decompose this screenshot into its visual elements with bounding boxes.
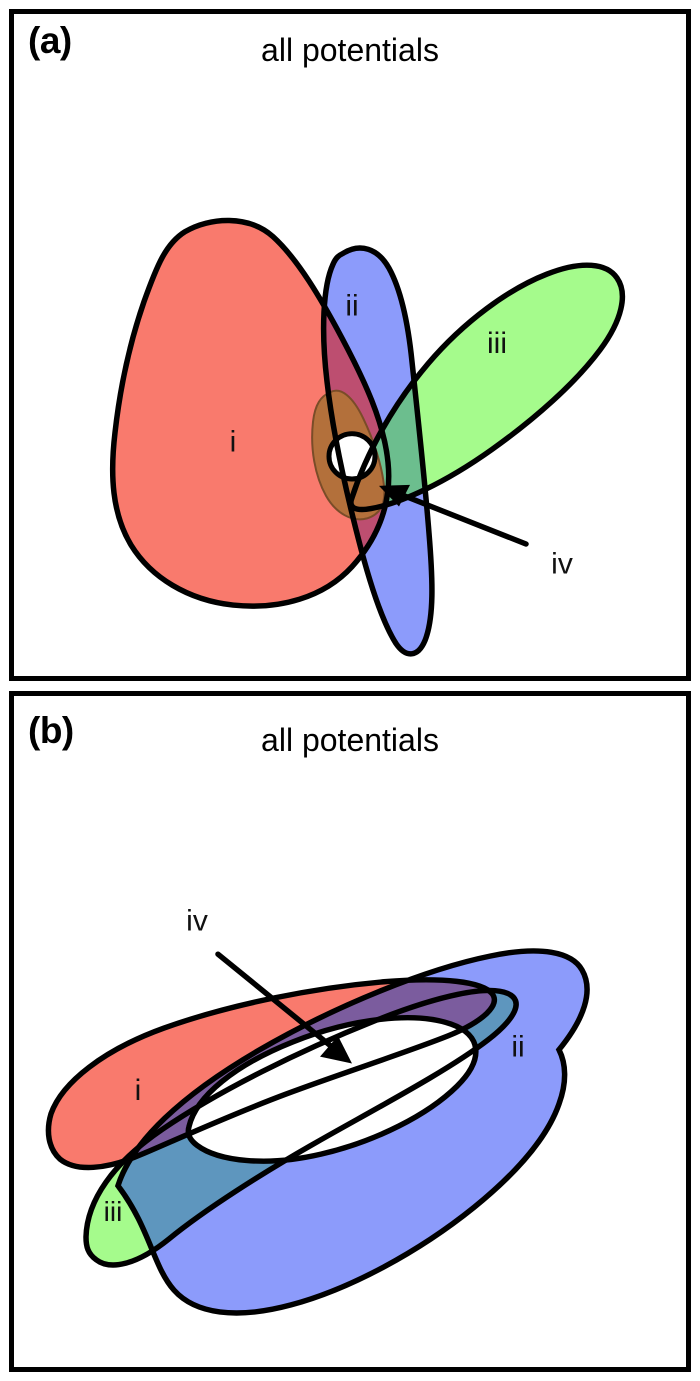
label-a-iv: iv xyxy=(551,548,573,581)
panel-b: iv i ii iii (b) all potentials xyxy=(9,691,691,1372)
annotation-b-iv-arrow xyxy=(215,951,352,1064)
label-a-ii: ii xyxy=(345,290,358,323)
panel-b-tag: (b) xyxy=(28,710,74,751)
label-a-i: i xyxy=(230,426,237,459)
label-b-i: i xyxy=(135,1074,142,1107)
panel-a-diagram: i ii iii iv xyxy=(14,14,686,676)
panel-a-title: all potentials xyxy=(261,32,439,68)
label-b-ii: ii xyxy=(511,1031,524,1064)
annotation-a-iv-arrow xyxy=(379,484,529,547)
panel-a: i ii iii iv (a) all potentials xyxy=(9,9,691,681)
panel-b-shapes xyxy=(48,951,587,1313)
label-b-iv: iv xyxy=(186,905,208,938)
panel-b-diagram: iv i ii iii xyxy=(14,905,686,1367)
panel-b-title: all potentials xyxy=(261,722,439,758)
panel-a-tag: (a) xyxy=(28,20,72,61)
label-b-iii: iii xyxy=(104,1196,123,1227)
label-a-iii: iii xyxy=(487,327,507,360)
